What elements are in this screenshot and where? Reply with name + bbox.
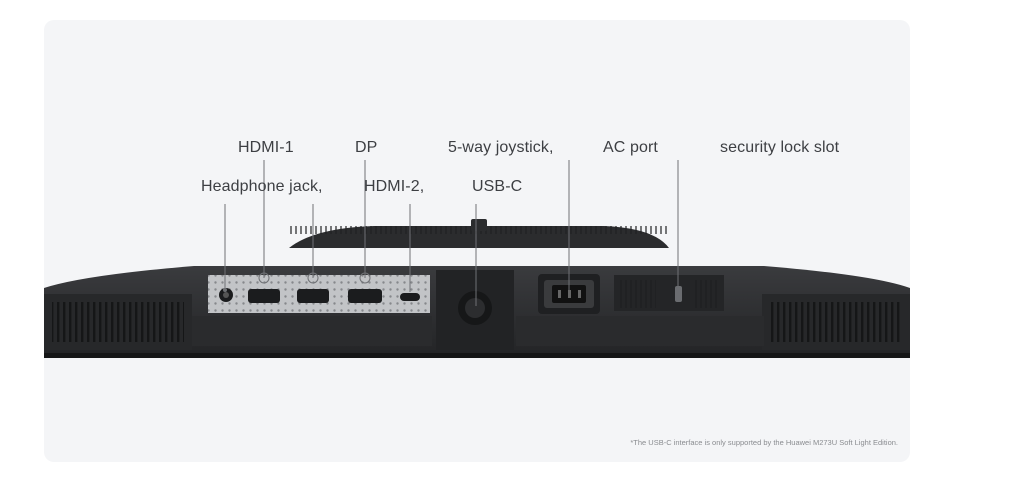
footnote: *The USB-C interface is only supported b… [630,438,898,447]
label-usbc: USB-C [472,178,523,195]
label-security-lock: security lock slot [720,139,840,156]
label-hdmi1: HDMI-1 [238,139,294,156]
hdmi1-port [248,289,280,303]
product-panel: HDMI-1 DP 5-way joystick, AC port securi… [44,20,910,462]
label-joystick: 5-way joystick, [448,139,554,156]
hdmi2-port [297,289,329,303]
label-dp: DP [355,139,378,156]
top-knob [471,219,487,231]
label-hdmi2: HDMI-2, [364,178,425,195]
monitor-underside-illustration [44,160,910,358]
dp-port [348,289,382,303]
label-ac-port: AC port [603,139,658,156]
usbc-port [400,293,420,301]
label-headphone: Headphone jack, [201,178,323,195]
security-lock-slot [675,286,682,302]
